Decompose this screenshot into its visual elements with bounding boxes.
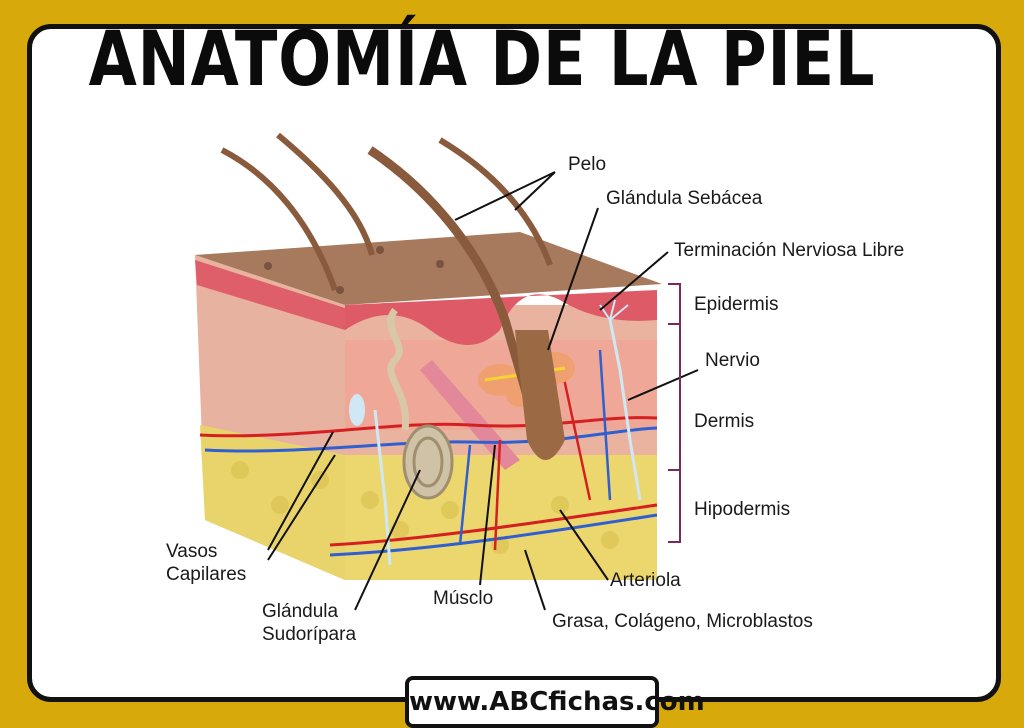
leader-lines <box>267 171 699 611</box>
pore <box>376 246 384 254</box>
label-vasos: Vasos <box>166 541 217 562</box>
artery <box>199 416 658 438</box>
label-musclo: Músclo <box>433 588 493 609</box>
label-dermis: Dermis <box>694 411 754 432</box>
hair-shaft <box>220 147 338 292</box>
sweat-duct <box>387 307 410 431</box>
layer-brackets <box>668 283 681 543</box>
website-badge: www.ABCfichas.com <box>405 676 705 728</box>
artery <box>493 359 592 551</box>
hair-shaft <box>276 132 375 256</box>
label-glandula: Glándula <box>262 601 338 622</box>
label-terminacion-nerviosa: Terminación Nerviosa Libre <box>674 240 904 261</box>
hair-shaft-main <box>367 146 545 442</box>
pore <box>436 260 444 268</box>
hair-shaft <box>438 137 553 267</box>
skin-hypodermis-front <box>345 455 657 580</box>
vein <box>329 513 658 557</box>
label-grasa: Grasa, Colágeno, Microblastos <box>552 611 813 632</box>
hair-follicle <box>515 330 565 460</box>
nerve <box>373 409 392 566</box>
label-epidermis: Epidermis <box>694 294 778 315</box>
label-arteriola: Arteriola <box>610 570 681 591</box>
page-title: ANATOMÍA DE LA PIEL <box>88 14 876 103</box>
label-sudoripara: Sudorípara <box>262 624 356 645</box>
artery <box>329 503 658 547</box>
label-capilares: Capilares <box>166 564 246 585</box>
vein <box>458 349 612 546</box>
label-nervio: Nervio <box>705 350 760 371</box>
label-hipodermis: Hipodermis <box>694 499 790 520</box>
pore <box>264 262 272 270</box>
skin-epidermis-left <box>195 260 345 330</box>
nerve-corpuscle <box>349 394 365 426</box>
pore <box>336 286 344 294</box>
nerve <box>608 319 642 501</box>
label-pelo: Pelo <box>568 154 606 175</box>
label-glandula-sebacea: Glándula Sebácea <box>606 188 763 209</box>
